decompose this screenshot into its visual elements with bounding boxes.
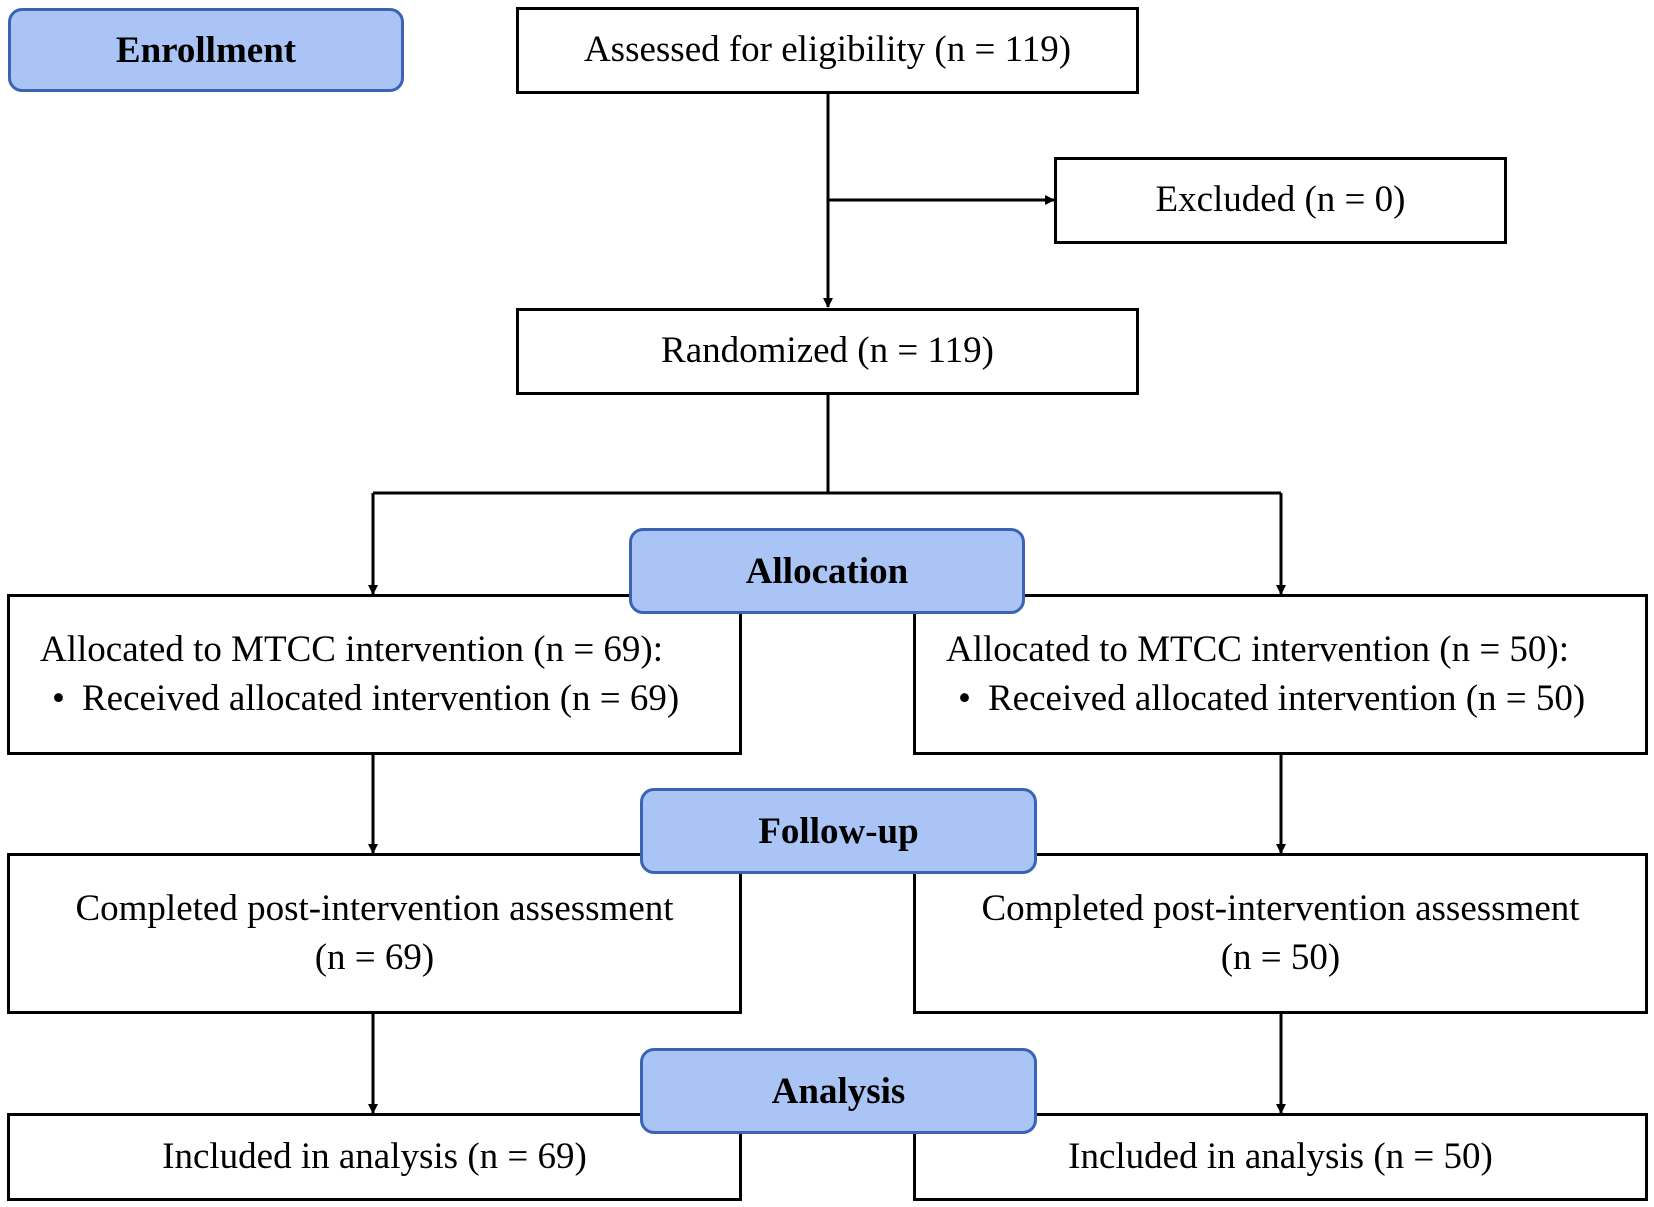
left-allocation-title: Allocated to MTCC intervention (n = 69): — [40, 629, 664, 671]
excluded-box: Excluded (n = 0) — [1054, 157, 1507, 244]
right-followup-box: Completed post-intervention assessment (… — [913, 853, 1648, 1014]
stage-label-allocation-text: Allocation — [745, 550, 909, 592]
stage-label-analysis: Analysis — [640, 1048, 1037, 1134]
assessed-text: Assessed for eligibility (n = 119) — [583, 29, 1072, 71]
left-allocation-bullet-item: • Received allocated intervention (n = 69… — [40, 675, 679, 723]
left-analysis-box: Included in analysis (n = 69) — [7, 1113, 742, 1201]
randomized-text: Randomized (n = 119) — [661, 330, 994, 372]
stage-label-allocation: Allocation — [629, 528, 1025, 614]
randomized-box: Randomized (n = 119) — [516, 308, 1139, 395]
left-followup-line2: (n = 69) — [314, 936, 435, 978]
stage-label-enrollment: Enrollment — [8, 8, 404, 92]
stage-label-enrollment-text: Enrollment — [115, 29, 297, 71]
left-allocation-bullet-text: Received allocated intervention (n = 69) — [82, 677, 680, 719]
stage-label-follow-up: Follow-up — [640, 788, 1037, 874]
right-followup-line1: Completed post-intervention assessment — [981, 888, 1580, 930]
excluded-text: Excluded (n = 0) — [1155, 179, 1406, 221]
right-followup-line2: (n = 50) — [1220, 936, 1341, 978]
left-allocation-box: Allocated to MTCC intervention (n = 69):… — [7, 594, 742, 755]
left-followup-box: Completed post-intervention assessment (… — [7, 853, 742, 1014]
right-allocation-title: Allocated to MTCC intervention (n = 50): — [946, 629, 1570, 671]
right-allocation-bullet-text: Received allocated intervention (n = 50) — [988, 677, 1586, 719]
right-allocation-bullet-item: • Received allocated intervention (n = 50… — [946, 675, 1585, 723]
bullet-point: • — [958, 677, 971, 719]
right-allocation-box: Allocated to MTCC intervention (n = 50):… — [913, 594, 1648, 755]
stage-label-follow-up-text: Follow-up — [758, 810, 919, 852]
right-analysis-box: Included in analysis (n = 50) — [913, 1113, 1648, 1201]
left-followup-line1: Completed post-intervention assessment — [75, 888, 674, 930]
assessed-box: Assessed for eligibility (n = 119) — [516, 7, 1139, 94]
right-analysis-text: Included in analysis (n = 50) — [1068, 1135, 1493, 1177]
bullet-point: • — [52, 677, 65, 719]
stage-label-analysis-text: Analysis — [771, 1070, 906, 1112]
left-analysis-text: Included in analysis (n = 69) — [162, 1135, 587, 1177]
